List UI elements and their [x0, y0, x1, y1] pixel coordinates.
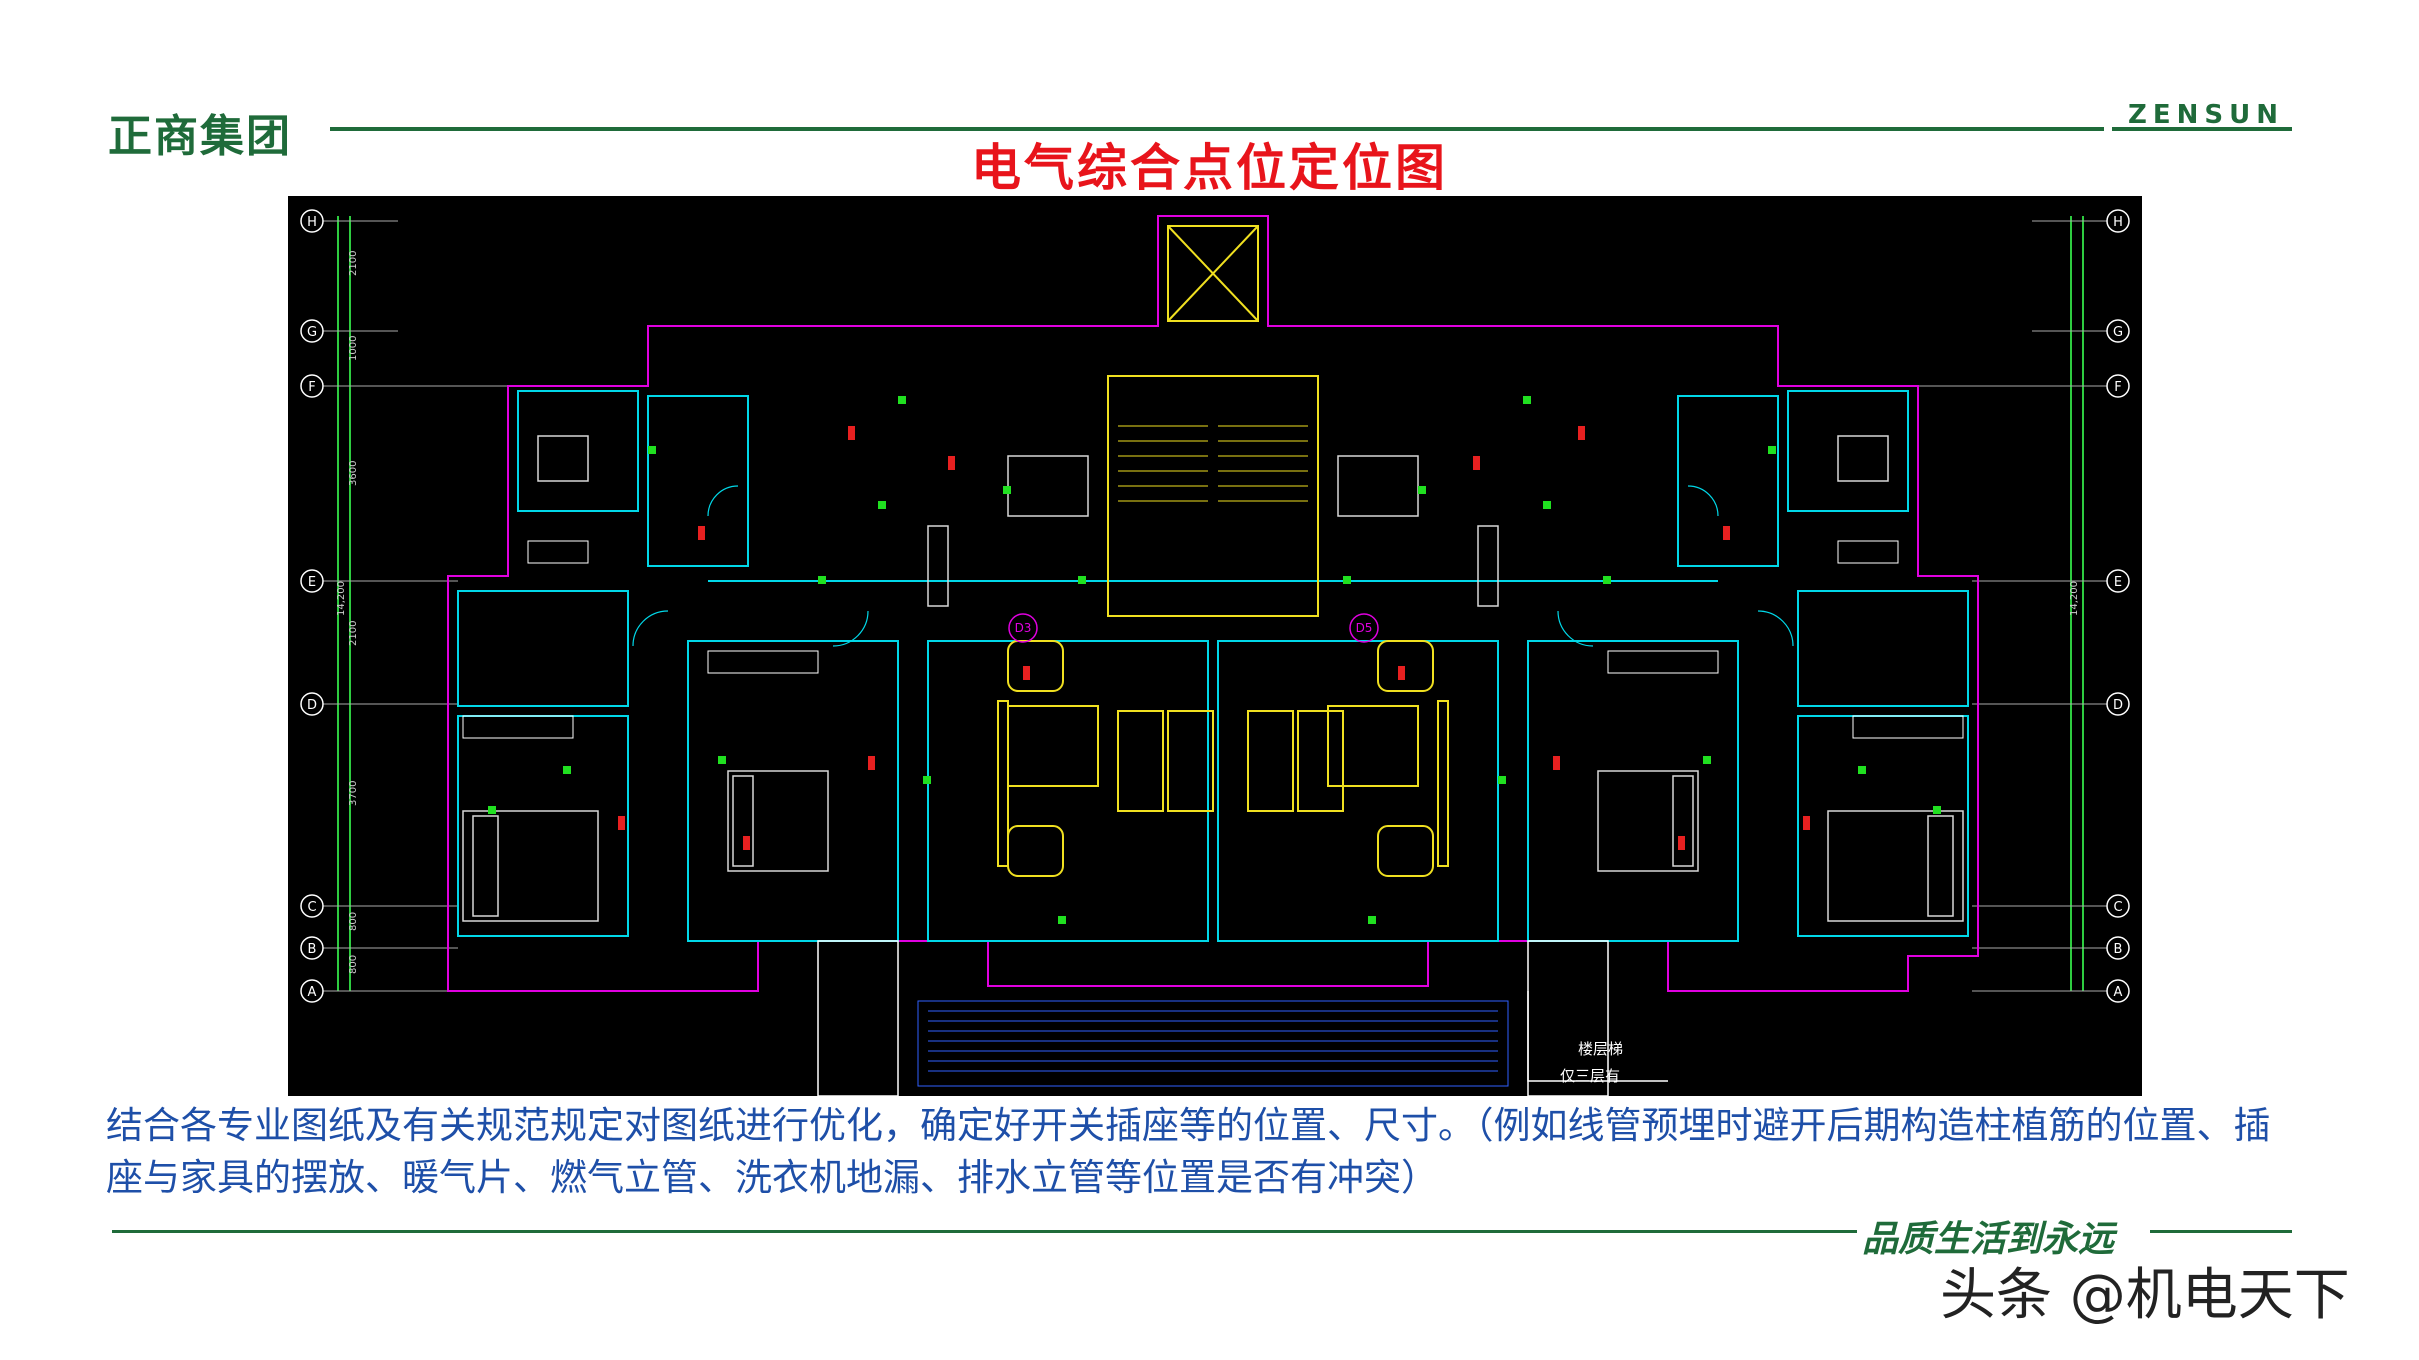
company-logo-cn: 正商集团 [108, 111, 292, 162]
axis-left-f: F [308, 380, 315, 395]
room-tag-d5: D5 [1356, 621, 1373, 635]
axis-left-a: A [308, 985, 317, 1000]
header-rule [330, 127, 2104, 131]
axis-right-c: C [2113, 900, 2122, 915]
axis-right-e: E [2114, 575, 2122, 590]
company-logo-en: ZENSUN [2128, 100, 2284, 130]
axis-right-g: G [2113, 325, 2123, 340]
floor-plan-drawing: H G F E D C B A H G F E D C B A 2100 100… [300, 209, 2130, 1097]
brand-slogan: 品质生活到永远 [1862, 1218, 2115, 1260]
dim-1: 2100 [348, 251, 359, 276]
axis-right-a: A [2114, 985, 2123, 1000]
axis-left-g: G [307, 325, 317, 340]
header-rule-right [2112, 127, 2292, 131]
total-dim-left: 14,200 [336, 581, 347, 616]
cad-floor-plan: H G F E D C B A H G F E D C B A 2100 100… [288, 196, 2142, 1097]
dim-7: 800 [348, 955, 359, 974]
axis-right-h: H [2113, 215, 2123, 230]
description-text: 结合各专业图纸及有关规范规定对图纸进行优化，确定好开关插座等的位置、尺寸。（例如… [106, 1104, 2271, 1199]
axis-left-c: C [307, 900, 316, 915]
footer-rule-right [2150, 1230, 2292, 1233]
dim-4: 2100 [348, 621, 359, 646]
axis-right-b: B [2114, 942, 2123, 957]
axis-left-e: E [308, 575, 316, 590]
dim-3: 3600 [348, 461, 359, 486]
axis-left-b: B [308, 942, 317, 957]
watermark: 头条 @机电天下 [1940, 1263, 2350, 1328]
axis-right-f: F [2114, 380, 2121, 395]
dim-5: 3700 [348, 781, 359, 806]
total-dim-right: 14,200 [2069, 581, 2080, 616]
note-line-1: 楼层梯 [1578, 1040, 1623, 1058]
axis-right-d: D [2113, 698, 2123, 713]
footer-rule [112, 1230, 1857, 1233]
dim-6: 800 [348, 912, 359, 931]
room-tag-d3: D3 [1015, 621, 1032, 635]
slide-title: 电气综合点位定位图 [971, 138, 1448, 197]
axis-left-d: D [307, 698, 317, 713]
note-line-2: 仅三层有 [1560, 1067, 1620, 1085]
dim-2: 1000 [348, 336, 359, 361]
axis-left-h: H [307, 215, 317, 230]
